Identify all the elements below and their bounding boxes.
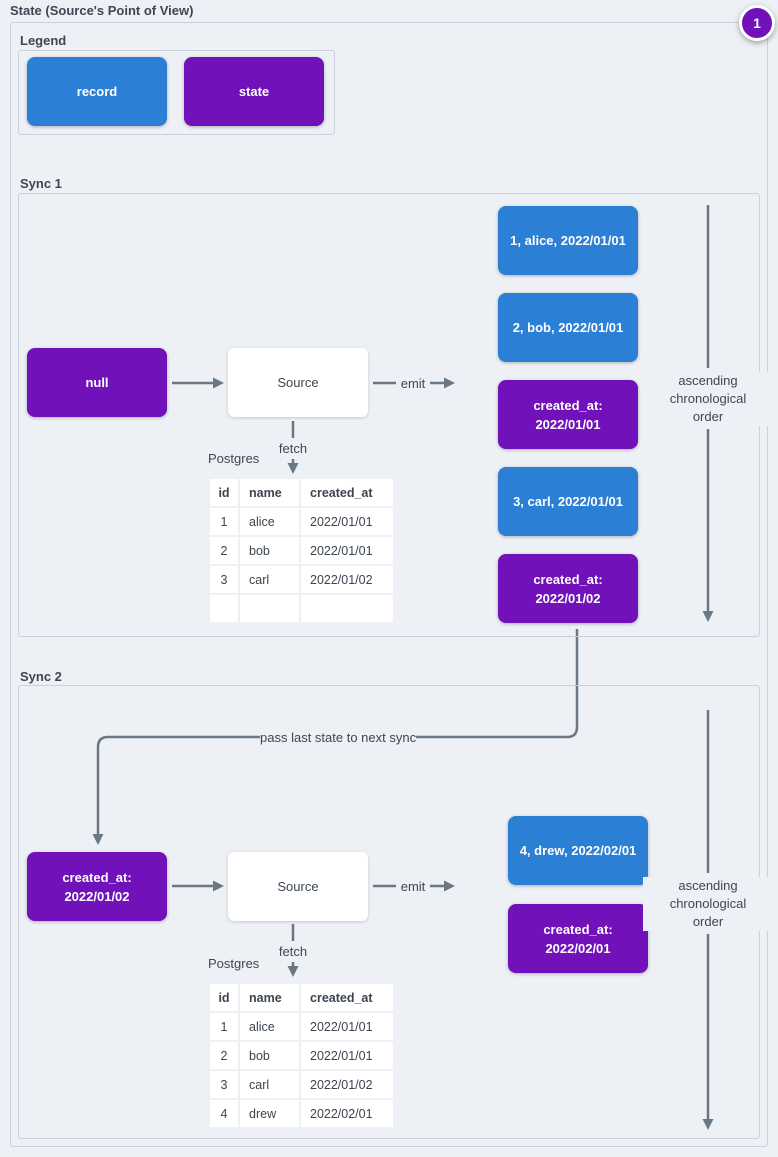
table-cell: bob: [240, 1042, 299, 1069]
table-cell: alice: [240, 508, 299, 535]
table-cell: 4: [210, 1100, 238, 1127]
legend-state-node: state: [184, 57, 324, 126]
table-header-cell: id: [210, 479, 238, 506]
table-cell: [301, 595, 393, 622]
sync2-label: Sync 2: [20, 669, 62, 684]
table-header-cell: id: [210, 984, 238, 1011]
table-cell: 3: [210, 566, 238, 593]
table-row: 3 carl 2022/01/02: [210, 1071, 393, 1098]
sync2-source-node: Source: [228, 852, 368, 921]
table-header-row: id name created_at: [210, 984, 393, 1011]
page-title: State (Source's Point of View): [10, 3, 194, 18]
table-row: 1 alice 2022/01/01: [210, 1013, 393, 1040]
table-row: 4 drew 2022/02/01: [210, 1100, 393, 1127]
table-cell: carl: [240, 566, 299, 593]
table-row: [210, 595, 393, 622]
table-row: 3 carl 2022/01/02: [210, 566, 393, 593]
table-cell: [240, 595, 299, 622]
pass-state-label: pass last state to next sync: [260, 730, 417, 745]
table-header-cell: created_at: [301, 984, 393, 1011]
state-message: created_at: 2022/01/01: [498, 380, 638, 449]
table-cell: 2: [210, 537, 238, 564]
legend-label: Legend: [20, 33, 67, 48]
table-cell: carl: [240, 1071, 299, 1098]
table-cell: 2022/01/01: [301, 537, 393, 564]
table-header-cell: name: [240, 984, 299, 1011]
table-cell: 2022/01/01: [301, 1013, 393, 1040]
sync1-fetch-label: fetch: [272, 441, 314, 456]
sync1-database-label: Postgres: [208, 451, 260, 466]
table-row: 1 alice 2022/01/01: [210, 508, 393, 535]
sync1-postgres-table: id name created_at 1 alice 2022/01/01 2 …: [208, 477, 395, 624]
table-header-cell: name: [240, 479, 299, 506]
table-cell: bob: [240, 537, 299, 564]
state-message: created_at: 2022/01/02: [498, 554, 638, 623]
sync2-input-state-node: created_at: 2022/01/02: [27, 852, 167, 921]
sync1-label: Sync 1: [20, 176, 62, 191]
table-cell: drew: [240, 1100, 299, 1127]
table-cell: 2022/02/01: [301, 1100, 393, 1127]
table-cell: 2022/01/01: [301, 508, 393, 535]
sync2-emit-label: emit: [396, 879, 430, 894]
legend-record-node: record: [27, 57, 167, 126]
legend-box: [18, 50, 335, 135]
sync1-source-node: Source: [228, 348, 368, 417]
table-cell: 3: [210, 1071, 238, 1098]
step-badge: 1: [739, 5, 775, 41]
record-message: 4, drew, 2022/02/01: [508, 816, 648, 885]
table-cell: [210, 595, 238, 622]
table-header-row: id name created_at: [210, 479, 393, 506]
table-cell: 2022/01/02: [301, 566, 393, 593]
record-message: 3, carl, 2022/01/01: [498, 467, 638, 536]
state-message: created_at: 2022/02/01: [508, 904, 648, 973]
table-header-cell: created_at: [301, 479, 393, 506]
table-cell: 2022/01/02: [301, 1071, 393, 1098]
table-cell: alice: [240, 1013, 299, 1040]
sync2-database-label: Postgres: [208, 956, 260, 971]
table-cell: 1: [210, 508, 238, 535]
table-cell: 2022/01/01: [301, 1042, 393, 1069]
sync1-order-note: ascending chronological order: [643, 372, 773, 426]
table-row: 2 bob 2022/01/01: [210, 537, 393, 564]
record-message: 2, bob, 2022/01/01: [498, 293, 638, 362]
sync1-input-state-node: null: [27, 348, 167, 417]
table-cell: 1: [210, 1013, 238, 1040]
sync2-postgres-table: id name created_at 1 alice 2022/01/01 2 …: [208, 982, 395, 1129]
sync1-emit-label: emit: [396, 376, 430, 391]
table-cell: 2: [210, 1042, 238, 1069]
sync2-fetch-label: fetch: [272, 944, 314, 959]
sync2-order-note: ascending chronological order: [643, 877, 773, 931]
state-group-box: [10, 22, 768, 1147]
table-row: 2 bob 2022/01/01: [210, 1042, 393, 1069]
record-message: 1, alice, 2022/01/01: [498, 206, 638, 275]
